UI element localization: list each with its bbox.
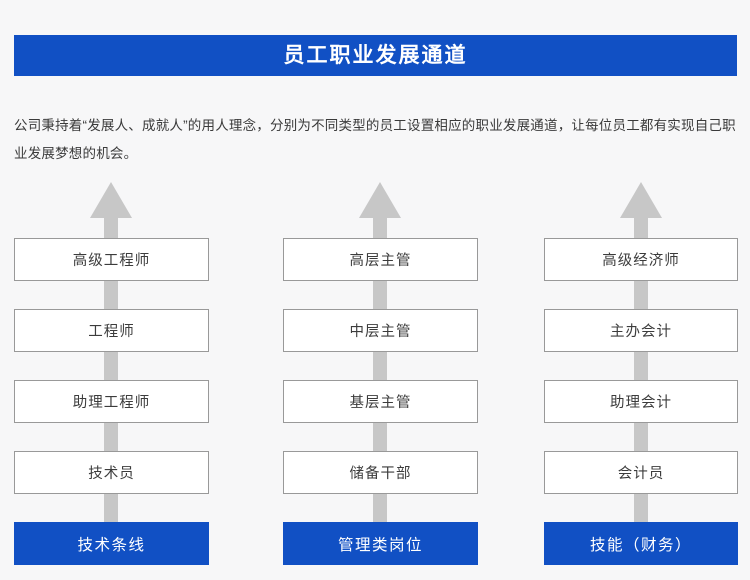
arrow-head-shape [620, 182, 662, 218]
career-column-management: 高层主管 中层主管 基层主管 储备干部 管理类岗位 [283, 0, 478, 580]
page-title: 员工职业发展通道 [283, 44, 468, 67]
career-node-label: 会计员 [617, 466, 665, 482]
career-node[interactable]: 高级工程师 [14, 238, 209, 281]
career-node[interactable]: 中层主管 [283, 309, 478, 352]
arrow-head-shape [359, 182, 401, 218]
career-column-technical: 高级工程师 工程师 助理工程师 技术员 技术条线 [14, 0, 209, 580]
career-node-label: 技术员 [88, 466, 135, 482]
career-node-label: 主办会计 [610, 324, 672, 340]
career-node[interactable]: 高级经济师 [544, 238, 738, 281]
career-node[interactable]: 主办会计 [544, 309, 738, 352]
career-node[interactable]: 工程师 [14, 309, 209, 352]
career-node-label: 中层主管 [349, 324, 412, 340]
career-track-base[interactable]: 技术条线 [14, 522, 209, 565]
career-node[interactable]: 会计员 [544, 451, 738, 494]
career-node[interactable]: 助理工程师 [14, 380, 209, 423]
career-track-label: 技能（财务） [589, 536, 692, 554]
career-node[interactable]: 基层主管 [283, 380, 478, 423]
career-node[interactable]: 技术员 [14, 451, 209, 494]
career-node-label: 储备干部 [349, 466, 412, 482]
arrow-head-shape [90, 182, 132, 218]
page-title-banner: 员工职业发展通道 [14, 35, 737, 76]
career-node-label: 助理会计 [610, 395, 672, 411]
career-node-label: 高级工程师 [72, 253, 151, 269]
career-node[interactable]: 助理会计 [544, 380, 738, 423]
career-column-finance: 高级经济师 主办会计 助理会计 会计员 技能（财务） [544, 0, 738, 580]
career-node-label: 高层主管 [349, 253, 412, 269]
career-node[interactable]: 高层主管 [283, 238, 478, 281]
career-node-label: 助理工程师 [72, 395, 151, 411]
career-track-base[interactable]: 管理类岗位 [283, 522, 478, 565]
career-node-label: 高级经济师 [602, 253, 680, 269]
career-track-label: 管理类岗位 [337, 536, 423, 554]
career-node[interactable]: 储备干部 [283, 451, 478, 494]
intro-paragraph: 公司秉持着“发展人、成就人”的用人理念，分别为不同类型的员工设置相应的职业发展通… [14, 117, 736, 161]
career-node-label: 工程师 [88, 324, 135, 340]
career-track-label: 技术条线 [77, 536, 146, 554]
career-track-base[interactable]: 技能（财务） [544, 522, 738, 565]
career-node-label: 基层主管 [349, 395, 412, 411]
